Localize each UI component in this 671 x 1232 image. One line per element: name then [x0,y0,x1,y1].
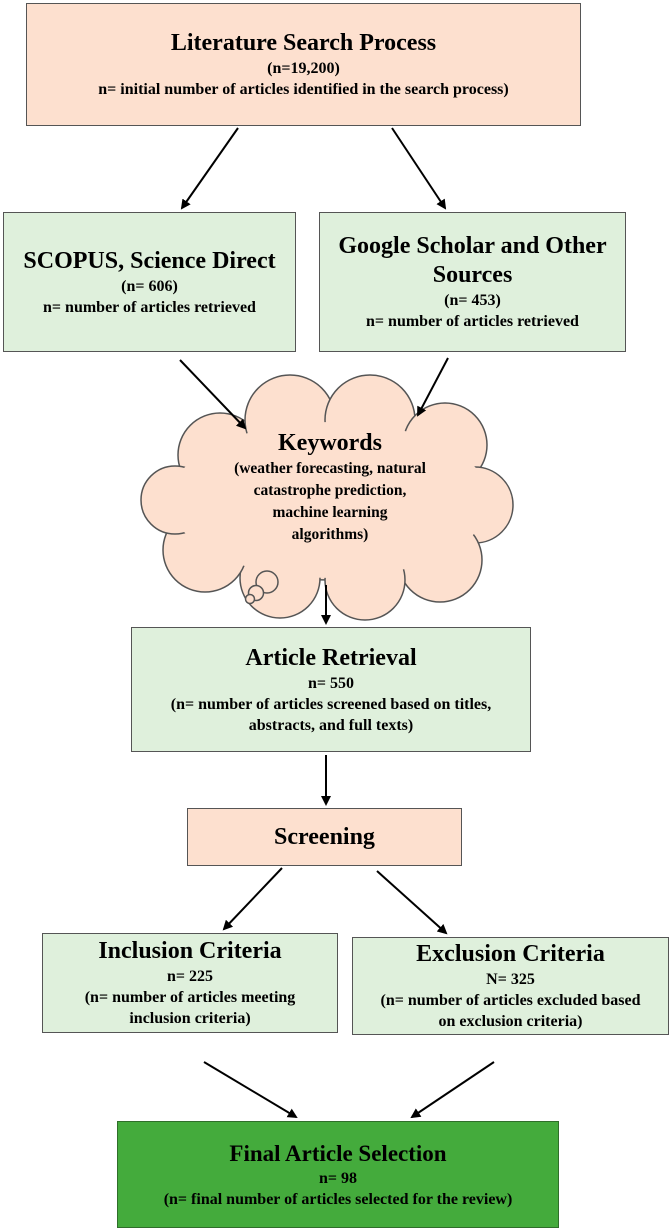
final-count: n= 98 [318,1170,357,1187]
google-scholar-box: Google Scholar and Other Sources (n= 453… [319,212,626,352]
retrieval-title: Article Retrieval [245,644,417,671]
keywords-title: Keywords [278,430,382,456]
inclusion-count: n= 225 [166,968,213,985]
retrieval-desc-line1: (n= number of articles screened based on… [170,695,492,713]
arrow-google-to-keywords [417,357,449,417]
search-title: Literature Search Process [170,30,437,56]
inclusion-desc-line1: (n= number of articles meeting [84,989,296,1006]
retrieval-count: n= 550 [307,674,354,692]
keywords-line1: (weather forecasting, natural [234,460,426,477]
thought-bubble-small [244,593,256,605]
scopus-box: SCOPUS, Science Direct (n= 606) n= numbe… [3,212,296,352]
final-title: Final Article Selection [229,1141,447,1166]
arrow-screening-to-exclusion [376,870,448,935]
scopus-count: (n= 606) [121,277,178,295]
google-title-line2: Sources [432,262,513,288]
keywords-text: Keywords (weather forecasting, natural c… [170,428,490,546]
arrow-search-to-google [391,127,447,210]
exclusion-title: Exclusion Criteria [416,941,605,967]
exclusion-criteria-box: Exclusion Criteria N= 325 (n= number of … [352,937,669,1035]
keywords-line3: machine learning [272,504,388,521]
arrows [179,127,495,1119]
scopus-title: SCOPUS, Science Direct [23,247,276,274]
keywords-cloud-fill [170,422,490,578]
screening-title: Screening [274,823,375,850]
google-desc: n= number of articles retrieved [366,313,579,330]
arrow-search-to-scopus [180,127,239,210]
retrieval-desc-line2: abstracts, and full texts) [248,716,414,734]
exclusion-desc-line1: (n= number of articles excluded based [380,992,641,1009]
arrow-screening-to-inclusion [222,867,283,931]
search-desc: n= initial number of articles identified… [98,81,509,98]
article-retrieval-box: Article Retrieval n= 550 (n= number of a… [131,627,531,752]
exclusion-desc-line2: on exclusion criteria) [438,1013,583,1030]
screening-box: Screening [187,808,462,866]
arrow-scopus-to-keywords [179,359,247,430]
search-count: (n=19,200) [267,60,340,77]
scopus-desc: n= number of articles retrieved [43,298,256,316]
google-count: (n= 453) [444,292,501,309]
final-selection-box: Final Article Selection n= 98 (n= final … [117,1121,559,1228]
arrow-exclusion-to-final [410,1061,495,1119]
keywords-line4: algorithms) [291,526,369,543]
inclusion-desc-line2: inclusion criteria) [129,1010,251,1027]
inclusion-title: Inclusion Criteria [98,938,282,964]
exclusion-count: N= 325 [486,971,535,988]
final-desc: (n= final number of articles selected fo… [163,1191,513,1208]
literature-search-box: Literature Search Process (n=19,200) n= … [26,3,581,126]
google-title-line1: Google Scholar and Other [338,233,607,259]
inclusion-criteria-box: Inclusion Criteria n= 225 (n= number of … [42,933,338,1033]
keywords-line2: catastrophe prediction, [253,482,407,499]
arrow-inclusion-to-final [203,1061,298,1119]
